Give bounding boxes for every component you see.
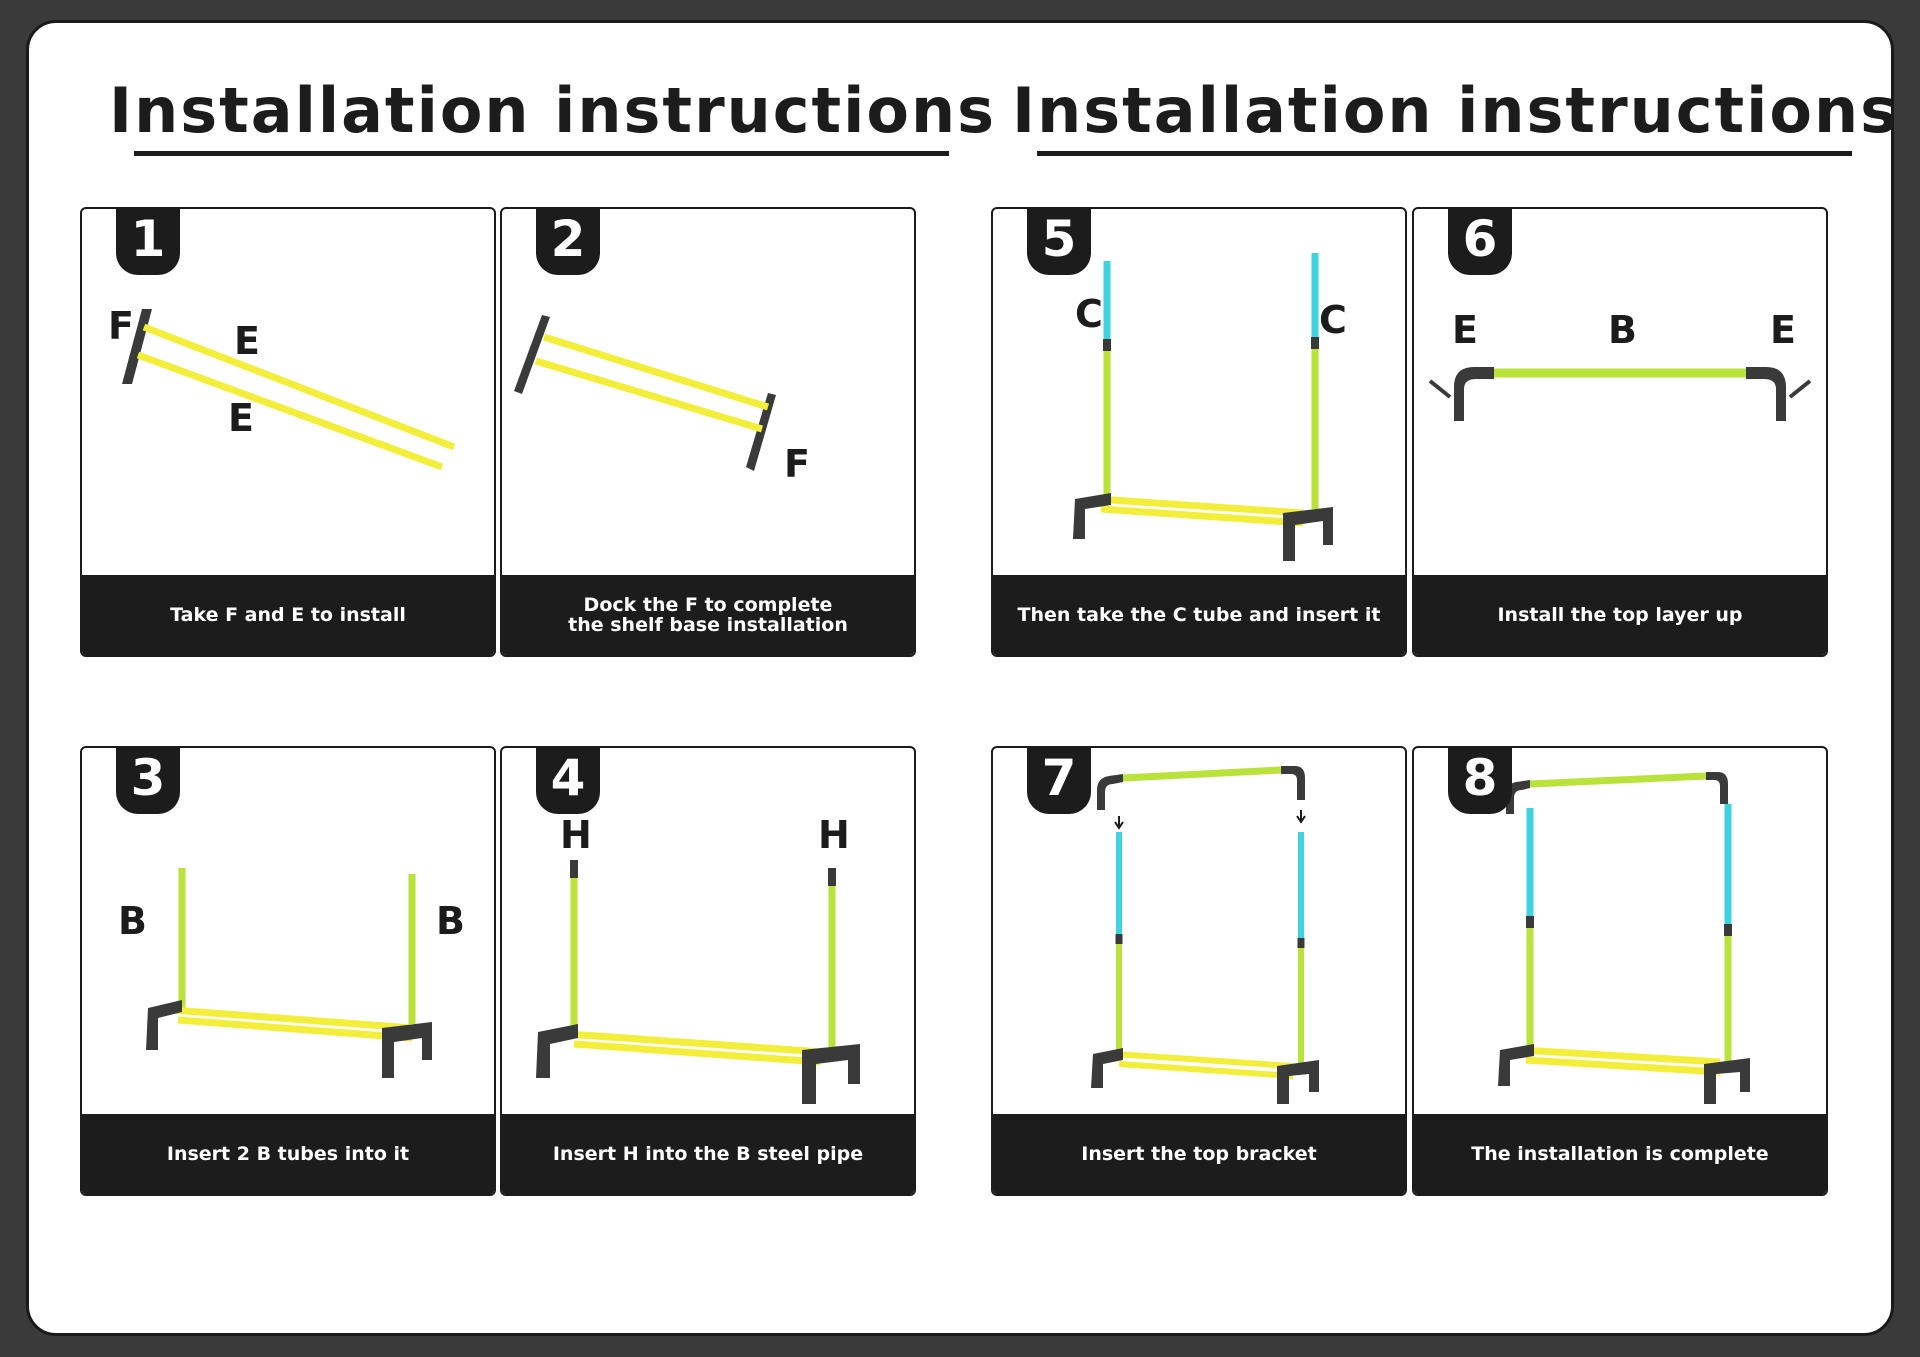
step-5-panel: C C 5 Then take the C tube and insert it	[991, 207, 1407, 657]
label-f: F	[108, 304, 134, 348]
step-7-caption: Insert the top bracket	[993, 1114, 1405, 1194]
heading-left: Installation instructions	[109, 74, 997, 147]
heading-right-underline	[1037, 151, 1852, 156]
label-c-right: C	[1319, 298, 1347, 342]
step-2-illustration: F	[514, 315, 810, 486]
step-1-illustration: F E E	[108, 304, 456, 471]
step-3-caption: Insert 2 B tubes into it	[82, 1114, 494, 1194]
step-8-panel: 8 The installation is complete	[1412, 746, 1828, 1196]
step-5-caption: Then take the C tube and insert it	[993, 575, 1405, 655]
step-7-number: 7	[1027, 748, 1091, 814]
step-1-caption: Take F and E to install	[82, 575, 494, 655]
step-1-number: 1	[116, 209, 180, 275]
step-2-panel: F 2 Dock the F to complete the shelf bas…	[500, 207, 916, 657]
step-7-panel: 7 Insert the top bracket	[991, 746, 1407, 1196]
step-3-illustration: B B	[118, 868, 465, 1078]
step-2-number: 2	[536, 209, 600, 275]
step-4-number: 4	[536, 748, 600, 814]
step-4-panel: H H 4 Insert H into the B steel pipe	[500, 746, 916, 1196]
step-1-panel: F E E 1 Take F and E to install	[80, 207, 496, 657]
step-6-panel: E B E 6 Install the top layer up	[1412, 207, 1828, 657]
step-3-number: 3	[116, 748, 180, 814]
step-6-caption: Install the top layer up	[1414, 575, 1826, 655]
step-4-illustration: H H	[536, 813, 860, 1104]
label-h-left: H	[560, 813, 592, 857]
label-e-left: E	[1452, 308, 1478, 352]
label-f: F	[784, 442, 810, 486]
step-6-number: 6	[1448, 209, 1512, 275]
heading-left-underline	[134, 151, 949, 156]
heading-right: Installation instructions	[1012, 74, 1900, 147]
label-e-bottom: E	[228, 396, 254, 440]
label-e-top: E	[234, 319, 260, 363]
step-8-number: 8	[1448, 748, 1512, 814]
step-7-illustration	[1091, 766, 1319, 1104]
step-4-caption: Insert H into the B steel pipe	[502, 1114, 914, 1194]
label-e-right: E	[1770, 308, 1796, 352]
step-2-caption: Dock the F to complete the shelf base in…	[502, 575, 914, 655]
step-8-caption: The installation is complete	[1414, 1114, 1826, 1194]
step-3-panel: B B 3 Insert 2 B tubes into it	[80, 746, 496, 1196]
step-5-number: 5	[1027, 209, 1091, 275]
label-h-right: H	[818, 813, 850, 857]
step-5-illustration: C C	[1073, 253, 1347, 561]
label-b-left: B	[118, 899, 147, 943]
step-6-illustration: E B E	[1428, 308, 1812, 421]
label-b-right: B	[436, 899, 465, 943]
label-c-left: C	[1075, 292, 1103, 336]
label-b: B	[1608, 308, 1637, 352]
step-8-illustration	[1498, 772, 1750, 1104]
